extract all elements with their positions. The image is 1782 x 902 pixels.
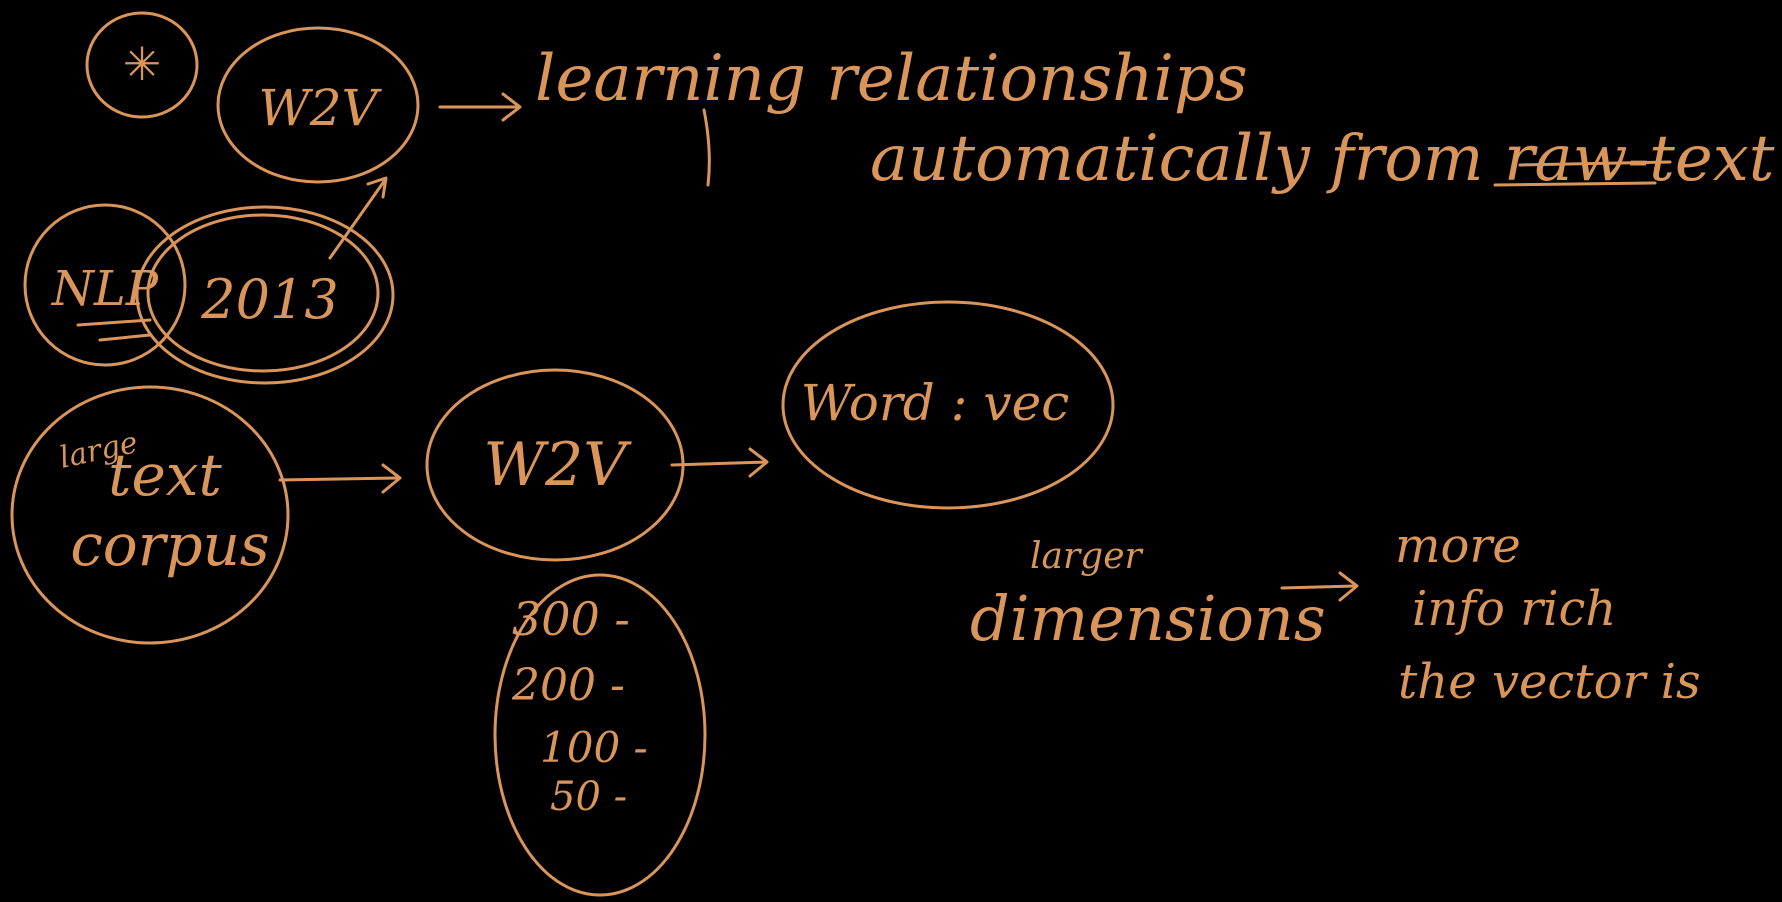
note-main-label: dimensions xyxy=(970,582,1326,655)
result-line2: info rich xyxy=(1412,581,1616,637)
top-text-line2: automatically from raw-text xyxy=(870,122,1775,196)
top-text-line1: learning relationships xyxy=(535,42,1248,116)
dimension-300: 300 - xyxy=(512,592,630,646)
arrow-dimensions-to-result xyxy=(1280,571,1359,602)
dimensions-oval xyxy=(493,573,707,897)
year-circle-outer xyxy=(135,205,395,385)
year-label: 2013 xyxy=(200,268,338,331)
arrow-year-to-w2v xyxy=(328,176,388,260)
star-circle xyxy=(85,11,199,119)
dimension-100: 100 - xyxy=(540,723,648,772)
nlp-underline xyxy=(76,318,152,342)
learning-descender xyxy=(702,108,711,187)
nlp-circle xyxy=(23,203,187,367)
arrow-w2v-to-wordvec xyxy=(670,447,769,478)
w2v-top-circle xyxy=(216,26,420,184)
arrow-corpus-to-w2v xyxy=(278,463,402,494)
corpus-line2: corpus xyxy=(70,511,269,579)
star-symbol: ✳ xyxy=(123,37,162,91)
raw-text-underline xyxy=(1493,160,1672,187)
w2v-top-label: W2V xyxy=(258,79,382,137)
w2v-mid-label: W2V xyxy=(483,430,632,500)
note-small-label: larger xyxy=(1030,536,1144,577)
year-circle-inner xyxy=(146,213,380,373)
corpus-line1: text xyxy=(108,441,222,509)
result-line3: the vector is xyxy=(1398,654,1701,710)
dimension-200: 200 - xyxy=(511,660,625,711)
wordvec-circle xyxy=(781,300,1115,510)
corpus-circle xyxy=(10,385,290,645)
result-line1: more xyxy=(1395,518,1521,574)
wordvec-label: Word : vec xyxy=(801,374,1069,432)
arrow-w2v-to-text xyxy=(438,92,522,122)
dimension-50: 50 - xyxy=(550,774,627,820)
